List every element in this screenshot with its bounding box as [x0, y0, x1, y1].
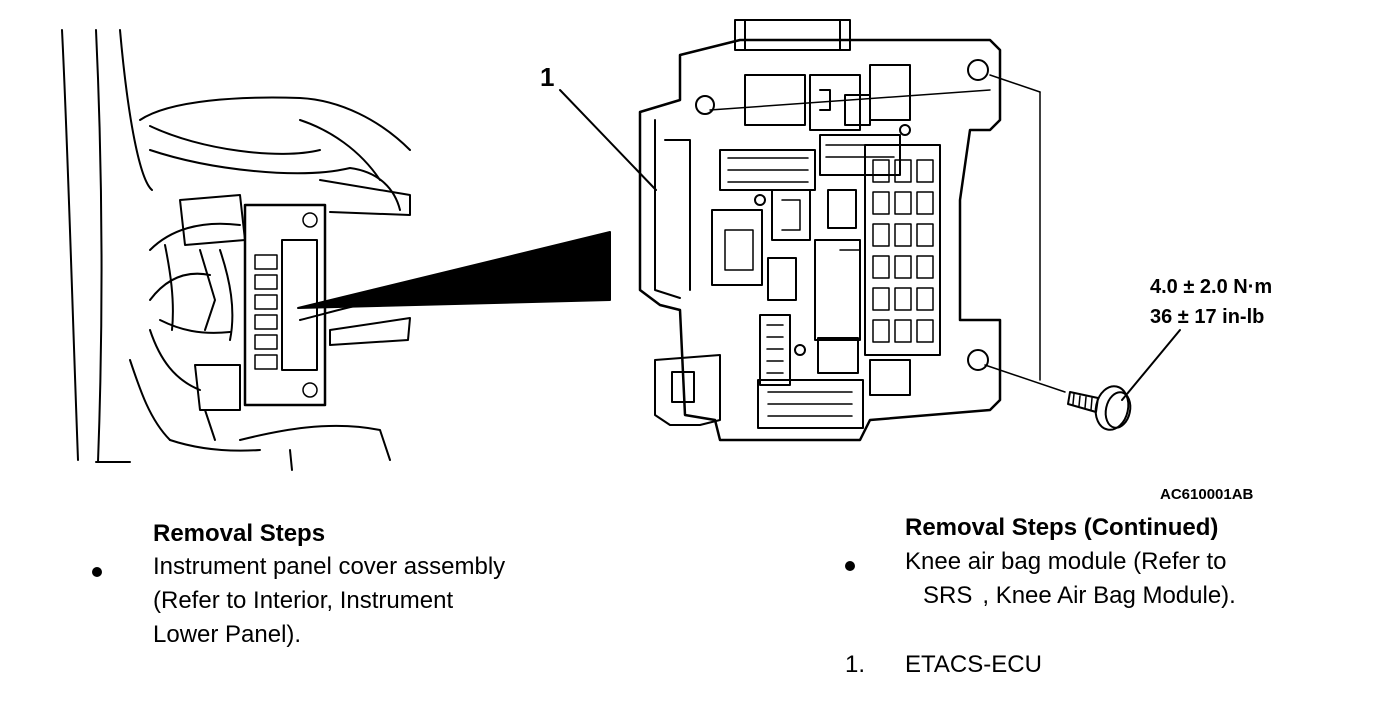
interior-link[interactable]: Interior [253, 587, 327, 614]
removal-step-item: Knee air bag module (Refer to SRS , Knee … [905, 545, 1236, 613]
step-number: 1. [845, 651, 866, 678]
torque-imperial: 36 ± 17 in-lb [1150, 306, 1265, 328]
figure-code: AC610001AB [1160, 486, 1254, 503]
callout-leader [559, 89, 657, 191]
step-label: ETACS-ECU [905, 651, 1042, 678]
removal-step-item: Instrument panel cover assembly (Refer t… [153, 550, 505, 652]
step-text-line: SRS , Knee Air Bag Module). [905, 579, 1236, 613]
etacs-ecu-module [638, 19, 1066, 442]
srs-link[interactable]: SRS [923, 582, 973, 609]
step-text-line: Knee air bag module (Refer to [905, 548, 1227, 575]
step-text: , Instrument [326, 587, 454, 614]
dash-location-view [61, 29, 411, 471]
step-text-line: Lower Panel). [153, 618, 505, 652]
step-text-line: Instrument panel cover assembly [153, 553, 506, 580]
torque-spec: 4.0 ± 2.0 N·m 36 ± 17 in-lb [1150, 272, 1272, 332]
zoom-wedge [297, 231, 611, 309]
callout-number: 1 [540, 62, 555, 92]
bullet-icon [92, 567, 102, 577]
step-text-line: (Refer to Interior, Instrument [153, 584, 505, 618]
lower-panel-link[interactable]: Lower Panel [153, 621, 287, 648]
mounting-bolt-icon [1067, 385, 1132, 431]
step-text: ). [286, 621, 302, 648]
bullet-icon [845, 561, 855, 571]
torque-metric: 4.0 ± 2.0 N·m [1150, 276, 1273, 298]
torque-leader [1121, 329, 1181, 401]
removal-steps-continued-heading: Removal Steps (Continued) [905, 514, 1219, 541]
step-text: (Refer to [153, 587, 254, 614]
step-text: , Knee Air Bag Module). [982, 582, 1236, 609]
removal-steps-heading: Removal Steps [153, 520, 326, 547]
